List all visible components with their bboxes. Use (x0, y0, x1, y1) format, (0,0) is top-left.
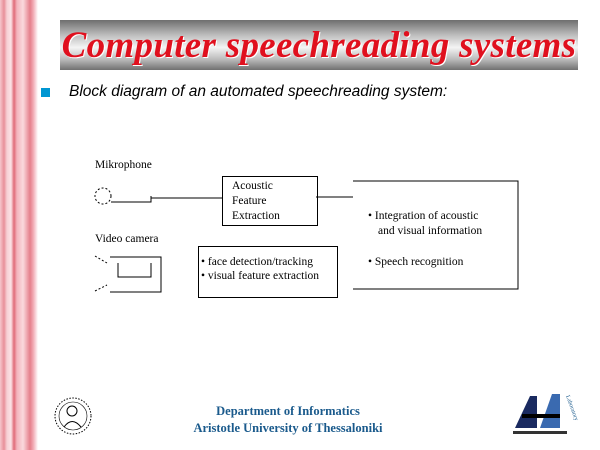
svg-text:Laboratory: Laboratory (564, 395, 579, 422)
acoustic-line: Feature (232, 195, 267, 207)
footer-university: Aristotle University of Thessaloniki (193, 421, 383, 435)
integration-line: and visual information (378, 225, 483, 237)
bullet-square-icon (41, 88, 50, 97)
integration-line: • Integration of acoustic (368, 210, 479, 222)
camera-icon (94, 255, 162, 293)
footer: Department of Informatics Aristotle Univ… (150, 403, 426, 437)
acoustic-line: Acoustic (232, 180, 273, 192)
aiia-lab-logo-icon: Laboratory (513, 394, 579, 434)
decorative-stripe (0, 0, 38, 450)
bullet-text: Block diagram of an automated speechread… (69, 83, 448, 100)
mic-connector (111, 196, 222, 203)
visual-line: • face detection/tracking (201, 256, 313, 268)
integration-bracket (353, 180, 519, 290)
integration-line: • Speech recognition (368, 256, 464, 268)
visual-line: • visual feature extraction (201, 270, 320, 282)
title-banner: Computer speechreading systems (60, 20, 578, 70)
visual-feature-box: • face detection/tracking • visual featu… (198, 246, 338, 298)
acoustic-line: Extraction (232, 210, 280, 222)
slide-title: Computer speechreading systems (61, 25, 577, 66)
microphone-label: Mikrophone (95, 159, 152, 171)
university-seal-icon (54, 397, 92, 435)
camera-label: Video camera (95, 233, 159, 245)
acoustic-feature-box: Acoustic Feature Extraction (222, 176, 318, 226)
microphone-icon (94, 187, 112, 205)
footer-department: Department of Informatics (216, 404, 360, 418)
